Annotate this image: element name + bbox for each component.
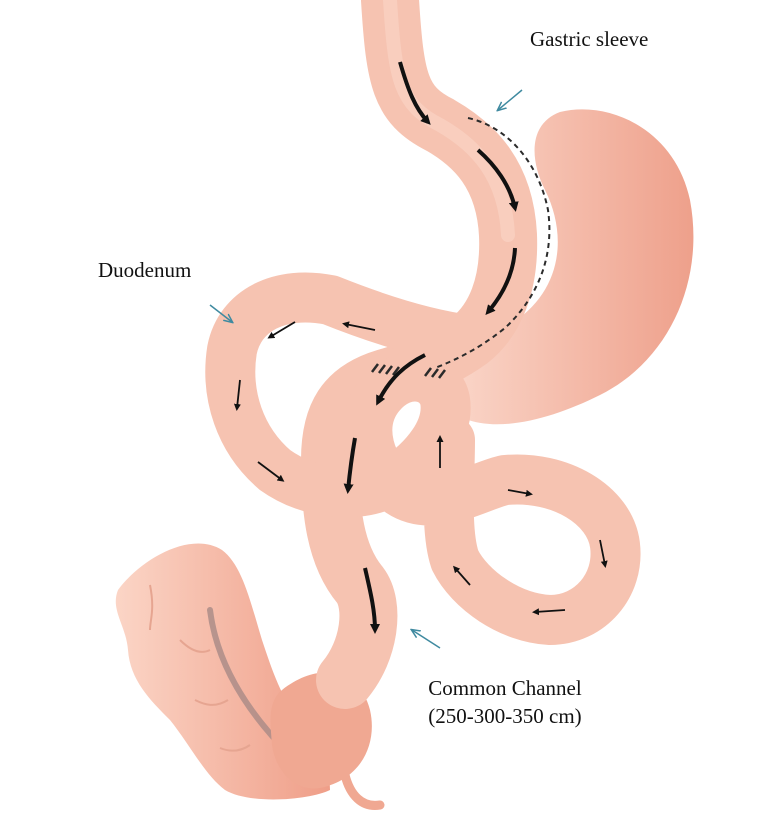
label-gastric-sleeve: Gastric sleeve (530, 27, 648, 52)
label-duodenum: Duodenum (98, 258, 191, 283)
pointer-arrow (412, 630, 440, 648)
label-common-channel-length: (250-300-350 cm) (410, 704, 600, 729)
appendix (345, 775, 380, 805)
pointer-arrow (498, 90, 522, 110)
label-common-channel: Common Channel (410, 676, 600, 701)
